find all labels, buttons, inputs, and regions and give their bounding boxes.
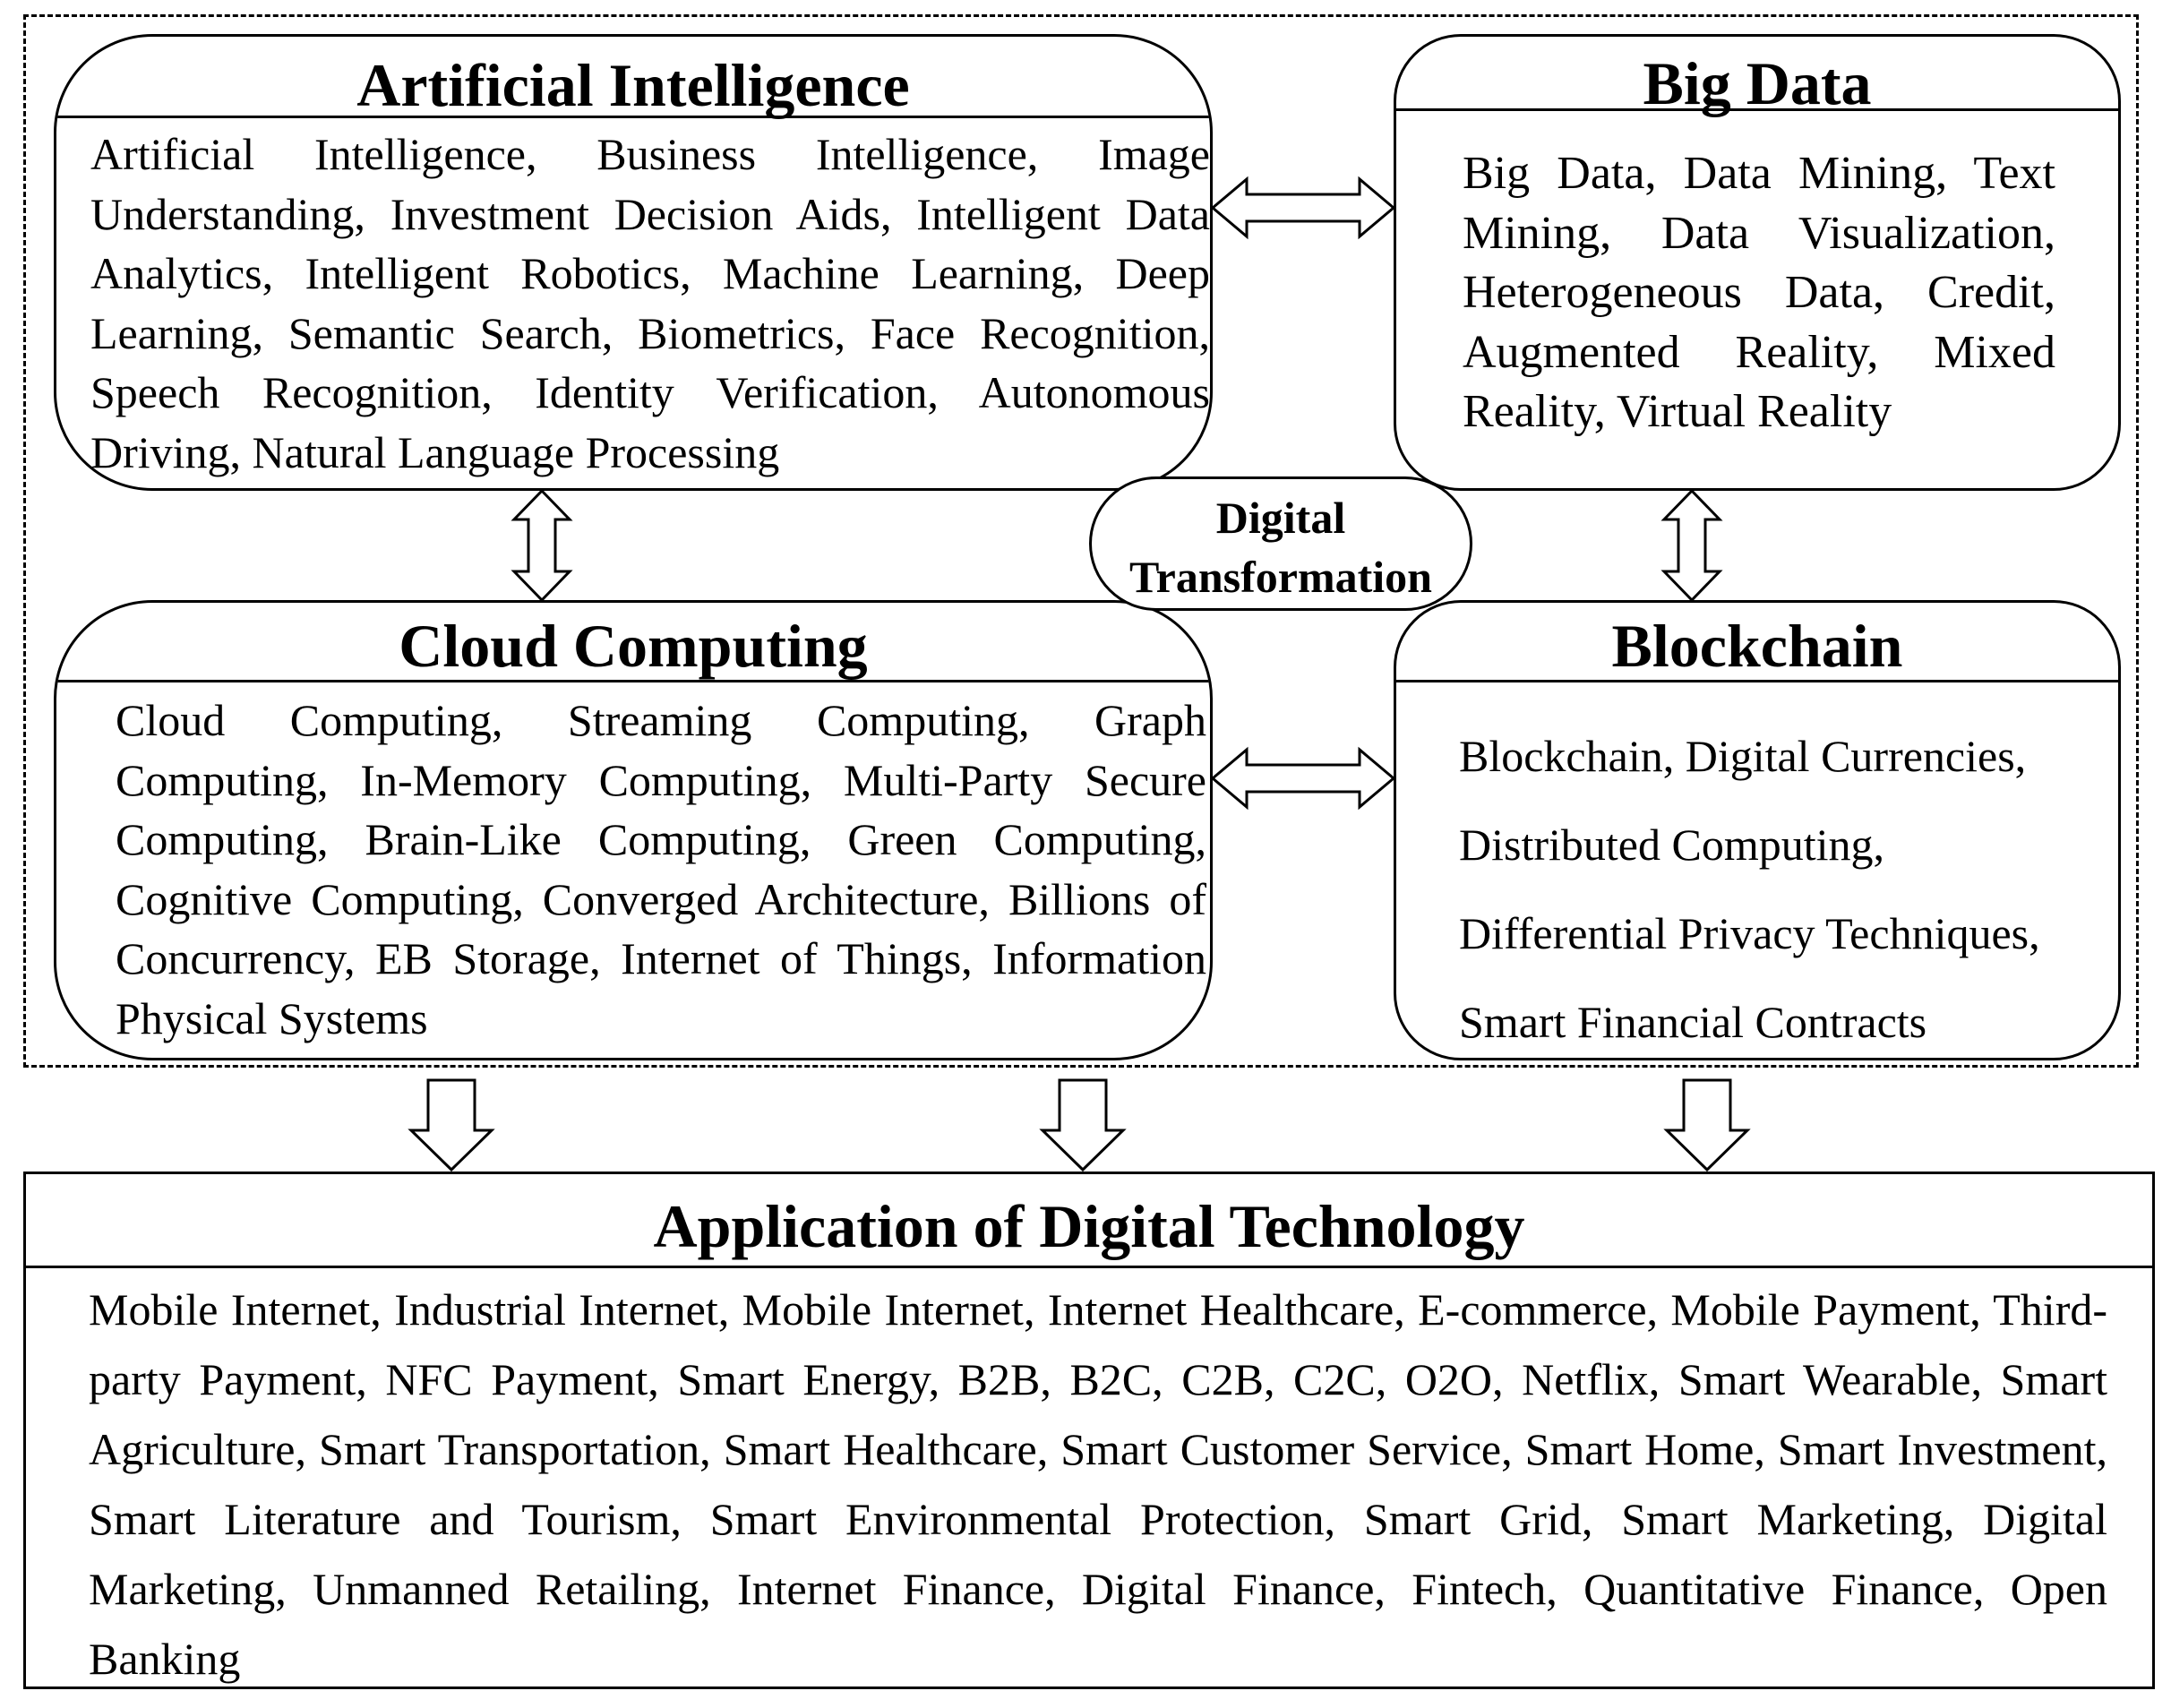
application-box: Application of Digital Technology Mobile… (23, 1172, 2155, 1689)
double-arrow-bigdata-blockchain (1660, 488, 1723, 603)
application-divider (26, 1266, 2152, 1268)
digital-transformation-frame (23, 14, 2139, 1068)
double-arrow-ai-cloud (511, 488, 573, 603)
cloud-computing-divider (56, 680, 1210, 682)
artificial-intelligence-text: Artificial Intelligence, Business Intell… (90, 129, 1210, 477)
artificial-intelligence-title: Artificial Intelligence (356, 51, 910, 119)
double-arrow-cloud-blockchain (1210, 746, 1396, 811)
cloud-computing-box: Cloud Computing Cloud Computing, Streami… (54, 600, 1213, 1060)
application-text: Mobile Internet, Industrial Internet, Mo… (89, 1284, 2107, 1684)
blockchain-text: Blockchain, Digital Currencies, Distribu… (1459, 712, 2118, 1058)
blockchain-box: Blockchain Blockchain, Digital Currencie… (1394, 600, 2121, 1060)
blockchain-line: Blockchain, Digital Currencies, (1459, 731, 2027, 781)
big-data-title: Big Data (1643, 49, 1872, 117)
down-arrow-left (408, 1078, 495, 1172)
big-data-divider (1396, 108, 2118, 111)
down-arrow-right (1663, 1078, 1751, 1172)
big-data-box: Big Data Big Data, Data Mining, Text Min… (1394, 34, 2121, 491)
cloud-computing-title: Cloud Computing (399, 612, 868, 680)
blockchain-divider (1396, 680, 2118, 682)
digital-transformation-ellipse: Digital Transformation (1089, 476, 1472, 611)
blockchain-line: Smart Financial Contracts (1459, 997, 1927, 1047)
blockchain-title: Blockchain (1611, 612, 1903, 680)
cloud-computing-text: Cloud Computing, Streaming Computing, Gr… (116, 695, 1206, 1043)
down-arrow-center (1039, 1078, 1127, 1172)
blockchain-line: Differential Privacy Techniques, (1459, 908, 2040, 958)
application-title: Application of Digital Technology (653, 1192, 1525, 1260)
artificial-intelligence-divider (56, 116, 1210, 118)
double-arrow-ai-bigdata (1210, 176, 1396, 240)
digital-transformation-label-line: Transformation (1129, 552, 1432, 602)
blockchain-line: Distributed Computing, (1459, 820, 1884, 870)
digital-transformation-label-line: Digital (1215, 493, 1346, 543)
artificial-intelligence-box: Artificial Intelligence Artificial Intel… (54, 34, 1213, 491)
big-data-text: Big Data, Data Mining, Text Mining, Data… (1463, 148, 2055, 437)
